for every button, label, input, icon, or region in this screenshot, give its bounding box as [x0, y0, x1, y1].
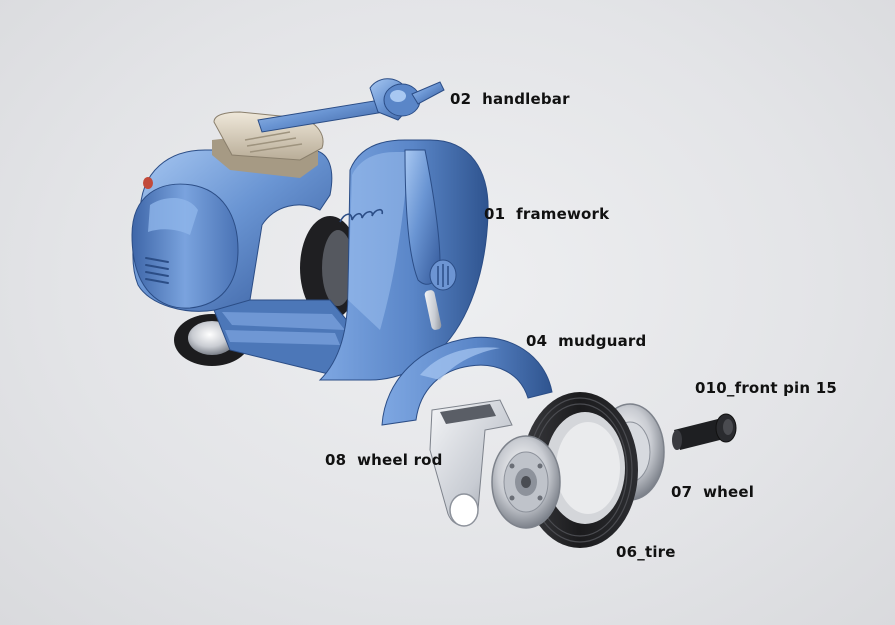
front-pin-part — [672, 413, 737, 450]
label-framework: 01 framework — [484, 205, 610, 223]
handlebar-part — [257, 78, 445, 133]
steering-column — [424, 290, 442, 330]
brand-script-mark — [339, 208, 384, 223]
label-wheel: 07 wheel — [671, 483, 755, 501]
front-rim-half — [491, 435, 561, 529]
label-front-pin: 010_front pin 15 — [695, 379, 837, 397]
label-handlebar: 02 handlebar — [450, 90, 570, 108]
label-wheel-rod: 08 wheel rod — [325, 451, 443, 469]
cowl-vents — [145, 257, 169, 284]
label-tire: 06_tire — [616, 543, 676, 561]
scooter-body — [131, 111, 489, 381]
wheel-rod-part — [429, 399, 513, 527]
tail-light — [143, 177, 153, 189]
label-mudguard: 04 mudguard — [526, 332, 647, 350]
